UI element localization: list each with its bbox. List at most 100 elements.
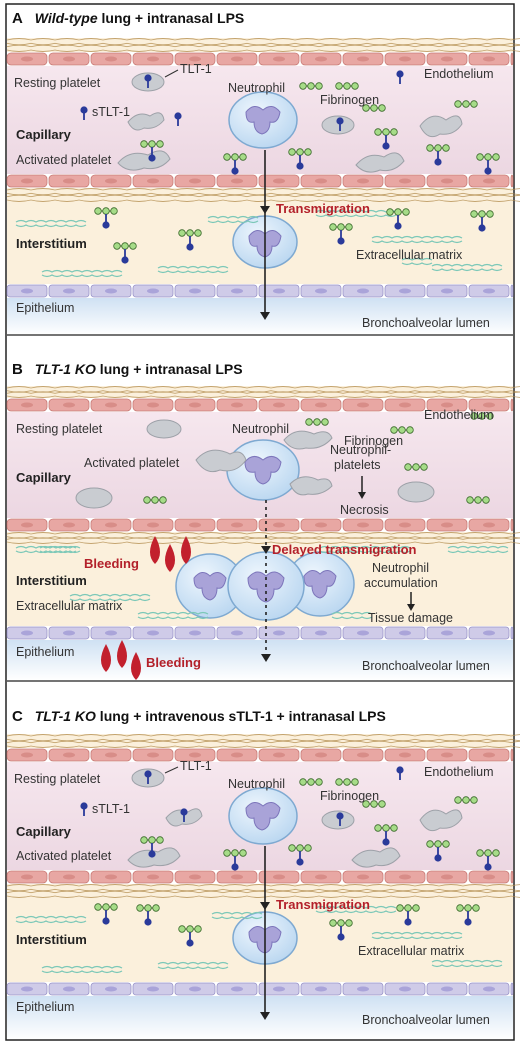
fibrinogen-domain	[484, 849, 492, 857]
endothelial-nucleus	[483, 56, 495, 62]
endothelial-nucleus	[483, 522, 495, 528]
activated-platelet	[351, 847, 401, 868]
label-neutrophil-platelets-1: Neutrophil-	[330, 443, 391, 457]
endothelial-nucleus	[231, 178, 243, 184]
panel-b-lumen	[7, 640, 513, 680]
endothelial-nucleus	[105, 402, 117, 408]
ecm-fiber	[137, 616, 209, 620]
label-ecm: Extracellular matrix	[358, 944, 465, 958]
epithelial-nucleus	[63, 986, 75, 992]
endothelial-nucleus	[357, 522, 369, 528]
ecm-fiber	[431, 964, 503, 968]
endothelial-nucleus	[399, 56, 411, 62]
ecm-fiber	[41, 269, 123, 273]
epithelial-nucleus	[21, 986, 33, 992]
endothelial-nucleus	[483, 178, 495, 184]
collagen-fiber	[6, 194, 520, 198]
fibrinogen-domain	[462, 796, 470, 804]
panel-a-letter: A	[12, 10, 23, 27]
ecm-fiber	[431, 263, 503, 267]
fibrinogen-domain	[113, 242, 121, 250]
tlt1-head	[336, 117, 344, 125]
ecm-fiber	[157, 961, 229, 965]
fibrinogen-domain	[231, 849, 239, 857]
resting-platelet	[321, 115, 355, 135]
collagen-fiber	[6, 49, 520, 52]
endothelial-nucleus	[63, 402, 75, 408]
fibrinogen-domain	[129, 242, 137, 250]
endothelial-nucleus	[357, 56, 369, 62]
tlt1-head	[102, 917, 110, 925]
tlt1-head	[484, 167, 492, 175]
fibrinogen-domain	[492, 849, 500, 857]
endothelial-nucleus	[105, 874, 117, 880]
collagen-fiber	[6, 541, 520, 544]
endothelial-nucleus	[21, 178, 33, 184]
label-bleeding-lumen: Bleeding	[146, 655, 201, 670]
epithelial-nucleus	[231, 986, 243, 992]
label-resting-platelet: Resting platelet	[14, 772, 101, 786]
endothelial-nucleus	[483, 402, 495, 408]
fibrinogen-domain	[178, 229, 186, 237]
fibrinogen-domain	[140, 836, 148, 844]
neutrophil-cluster	[175, 551, 355, 621]
collagen-fibers	[6, 734, 520, 748]
label-activated-platelet: Activated platelet	[16, 849, 112, 863]
fibrinogen-domain	[486, 412, 494, 420]
fibrinogen-domain	[454, 100, 462, 108]
epithelial-nucleus	[399, 986, 411, 992]
endothelial-cell	[510, 870, 514, 884]
fibrinogen-domain	[374, 824, 382, 832]
collagen-fiber	[6, 386, 520, 389]
bleeding-drops-interstitium	[150, 536, 191, 572]
endothelial-nucleus	[189, 402, 201, 408]
ecm-fiber	[41, 970, 123, 974]
ecm-fiber	[371, 235, 463, 239]
ecm-fiber	[315, 214, 397, 218]
epithelial-nucleus	[483, 630, 495, 636]
ecm-fiber	[157, 270, 229, 274]
fibrinogen-domain	[239, 849, 247, 857]
fibrinogen-domain	[186, 925, 194, 933]
ecm-fiber	[41, 274, 123, 278]
endothelial-nucleus	[189, 752, 201, 758]
label-endothelium: Endothelium	[424, 408, 494, 422]
fibrinogen-domain	[151, 496, 159, 504]
fibrinogen-domain	[345, 919, 353, 927]
label-capillary: Capillary	[16, 470, 72, 485]
endothelial-nucleus	[105, 522, 117, 528]
endothelial-nucleus	[231, 56, 243, 62]
endothelial-nucleus	[399, 752, 411, 758]
fibrinogen-domain	[362, 800, 370, 808]
fibrinogen-domain	[351, 82, 359, 90]
label-activated-platelet: Activated platelet	[84, 456, 180, 470]
tlt1-pointer	[164, 69, 179, 78]
collagen-fibers	[6, 884, 520, 898]
label-ecm: Extracellular matrix	[16, 599, 123, 613]
label-neutrophil-accumulation-1: Neutrophil	[372, 561, 429, 575]
epithelium-layer	[6, 284, 514, 298]
tlt1-head	[80, 106, 88, 114]
fibrinogen-domain	[466, 496, 474, 504]
label-resting-platelet: Resting platelet	[16, 422, 103, 436]
epithelial-nucleus	[357, 630, 369, 636]
fibrinogen-domain	[307, 778, 315, 786]
label-activated-platelet: Activated platelet	[16, 153, 112, 167]
ecm-fiber	[69, 593, 151, 597]
collagen-fibers	[6, 532, 520, 544]
fibrinogen-domain	[144, 904, 152, 912]
fibrinogen-domain	[362, 104, 370, 112]
endothelial-nucleus	[63, 874, 75, 880]
endothelial-nucleus	[21, 56, 33, 62]
endothelial-nucleus	[189, 522, 201, 528]
resting-platelet	[75, 487, 113, 509]
fibrinogen-domain	[315, 82, 323, 90]
ecm-fiber	[15, 920, 87, 924]
ecm-fiber	[207, 220, 259, 224]
label-capillary: Capillary	[16, 127, 72, 142]
label-epithelium: Epithelium	[16, 301, 74, 315]
fibrinogen-domain	[94, 207, 102, 215]
endothelium-layer	[6, 518, 514, 532]
tlt1-head	[148, 850, 156, 858]
